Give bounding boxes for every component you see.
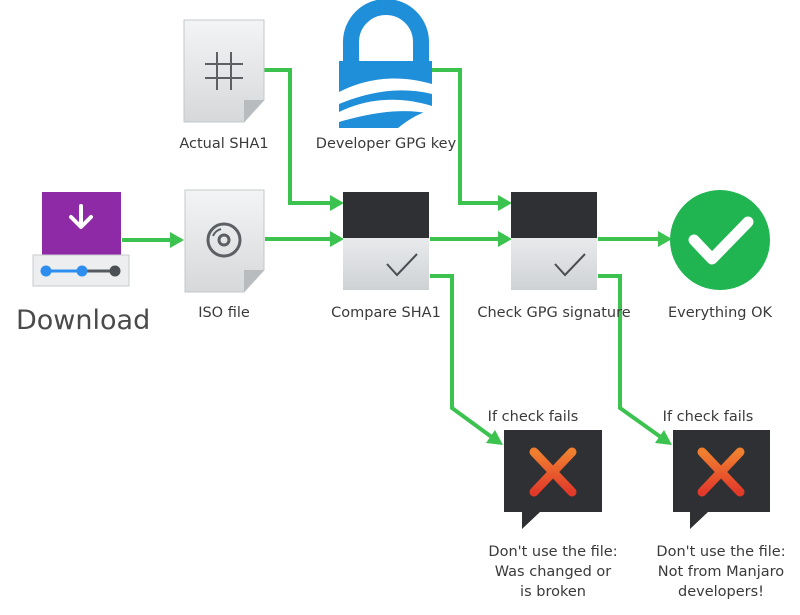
arrow-checkgpg-to-fail [598,274,664,440]
fail-sha1-line-2: Was changed or [494,564,612,580]
check-gpg-box [511,192,597,290]
fail-gpg-line-2: Not from Manjaro [657,564,785,580]
connectors [122,68,664,440]
arrowheads [170,195,672,445]
developer-gpg-key-label: Developer GPG key [315,136,457,152]
compare-sha1-box [343,192,429,290]
fail-x-icon-gpg [673,430,770,529]
ok-check-icon [670,190,770,290]
everything-ok-label: Everything OK [667,305,773,321]
fail-sha1-line-1: Don't use the file: [488,544,618,560]
if-check-fails-label-2: If check fails [662,409,754,425]
fail-gpg-line-1: Don't use the file: [656,544,786,560]
compare-sha1-label: Compare SHA1 [331,305,441,321]
sha1-file-icon [183,19,265,123]
iso-file-icon [184,189,265,293]
fail-gpg-message: Don't use the file: Not from Manjaro dev… [646,542,796,602]
actual-sha1-label: Actual SHA1 [179,136,269,152]
iso-file-label: ISO file [198,305,250,321]
fail-sha1-message: Don't use the file: Was changed or is br… [478,542,628,602]
fail-gpg-line-3: developers! [678,584,764,600]
gpg-lock-icon [339,0,432,128]
download-label: Download [16,305,151,336]
fail-x-icon-sha1 [504,430,602,529]
fail-sha1-line-3: is broken [520,584,586,600]
check-gpg-signature-label: Check GPG signature [477,305,631,321]
if-check-fails-label-1: If check fails [487,409,579,425]
arrow-sha1-to-compare [264,68,332,205]
arrow-gpgkey-to-checkgpg [432,68,500,205]
arrow-compare-to-fail [430,274,495,440]
download-icon [32,192,130,287]
